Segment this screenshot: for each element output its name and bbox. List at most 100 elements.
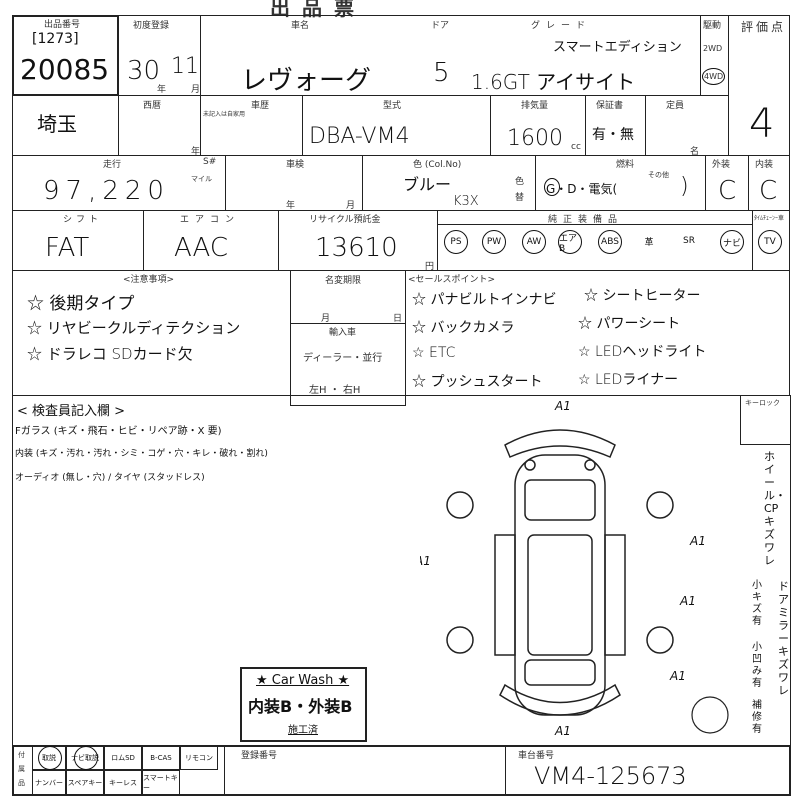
carwash-stamp: ★ Car Wash ★ 内装B・外装B 施工済 [240,667,367,742]
color-value: ブルー [403,175,452,194]
car-damage-diagram: A1 A1 A1 A1 A1 A1 A1 [420,399,729,738]
door-label: ドア [431,21,450,31]
fuel-cell: 燃料 G・D・電気( その他 ) [535,155,706,211]
chassis-label: 車台番号 [518,751,555,761]
displacement-label: 排気量 [521,101,549,111]
displacement-value: 1600 [507,126,563,151]
rear-bumper [504,429,616,458]
equip-ps-circled: PS [444,230,468,254]
sales-points-label: <セールスポイント> [408,275,496,285]
carwash-grade: 内装B・外装B [248,697,353,716]
damage-mark: A1 [554,399,571,413]
aircon-label: エアコン [180,215,241,225]
recycle-cell: リサイクル預託金 13610 円 [278,210,438,272]
import-label: 輸入車 [329,328,357,338]
keylock-cell: キーロック [740,395,791,445]
windshield [524,659,596,686]
equip-aw-circled: AW [522,230,546,254]
sales-point: ☆ ETC [412,345,456,361]
score-label: 評価点 [741,20,787,34]
fuel-other: その他 [648,171,669,179]
name-change-label: 名変期限 [325,276,362,286]
color-change-label: 色替 [515,177,525,203]
rear-window [524,479,596,521]
s-label: S# [203,157,217,167]
side-legend-repair: 補修有 [752,700,762,735]
exterior-cell: 外装 C [705,155,749,211]
right-doors [604,534,626,656]
displacement-cell: 排気量 1600 cc [490,95,586,156]
damage-mark: A1 [679,594,696,608]
model-value: DBA-VM4 [309,124,410,149]
note-item: ☆ ドラレコ SDカード欠 [27,345,193,363]
inspector-line1: Fガラス (キズ・飛石・ヒビ・リペア跡・X 要) [15,426,222,437]
warranty-cell: 保証書 有・無 [585,95,646,156]
score-cell: 評価点 4 [728,15,790,156]
seireki-cell: 西暦 年 [118,95,201,157]
carwash-done: 施工済 [288,725,318,736]
note-item: ☆ リヤビークルディテクション [27,319,241,337]
inspection-year: 年 [286,201,296,211]
interior-cell: 内装 C [748,155,790,211]
warranty-label: 保証書 [596,101,624,111]
sales-point: ☆ LEDライナー [578,372,679,388]
shift-cell: シフト FAT [12,210,144,271]
interior-value: C [759,176,778,206]
acc-bcas: B-CAS [142,745,180,770]
mileage-label: 走行 [103,160,122,170]
wheel-rear-right [646,491,674,519]
capacity-unit: 名 [690,147,700,157]
aircon-cell: エアコン AAC [143,210,279,271]
model-label: 型式 [383,101,402,111]
car-name-label: 車名 [291,21,310,31]
chassis-cell: 車台番号 VM4-125673 [505,745,791,796]
equip-leather: 革 [644,237,654,248]
damage-mark: A1 [689,534,706,548]
interior-label: 内装 [755,160,774,170]
mileage-value: 97,220 [43,176,170,206]
inspector-line2: 内装 (キズ・汚れ・汚れ・シミ・コゲ・穴・キレ・破れ・割れ) [15,449,268,459]
acc-rom-sd: ロムSD [104,745,142,770]
wheel-rear-left [446,491,474,519]
drive-cell: 駆動 2WD 4WD [700,15,729,96]
region-cell: 埼玉 [12,95,119,156]
grade-line2: 1.6GT アイサイト [471,70,636,94]
fuel-options: G・D・電気( [546,182,618,196]
color-cell: 色 (Col.No) ブルー K3X 色替 [362,155,536,211]
acc-keyless: キーレス [104,770,142,795]
notes-label: <注意事項> [123,275,175,285]
handle-options: 左H ・ 右H [309,385,361,396]
side-legend-dent: 小凹み有 [752,642,762,689]
history-cell: 車歴 未記入は自家用 [200,95,303,156]
aircon-value: AAC [174,233,228,263]
side-legend-wheel: ホイール・CPキズ ワレ [764,450,786,567]
drive-4wd-circled: 4WD [702,68,726,85]
seireki-label: 西暦 [143,101,162,111]
sales-points-cell: <セールスポイント> ☆ パナビルトインナビ ☆ バックカメラ ☆ ETC ☆ … [405,270,790,396]
first-reg-label: 初度登録 [133,21,170,31]
equip-abs-circled: ABS [598,230,622,254]
keylock-label: キーロック [745,399,780,407]
acc-smart-key: スマートキー [142,770,180,795]
inspection-month: 月 [346,201,356,211]
exterior-value: C [718,176,737,206]
door-count: 5 [433,58,450,88]
yen-unit: 円 [425,262,435,272]
acc-navi-circle [74,746,98,770]
mile-unit: マイル [191,175,212,183]
region: 埼玉 [37,112,77,136]
first-reg-cell: 初度登録 30 11 年 月 [118,15,201,96]
chassis-number: VM4-125673 [534,762,687,790]
shift-label: シフト [63,215,103,225]
sales-point: ☆ プッシュスタート [412,374,543,390]
nc-month: 月 [321,314,331,324]
wheel-front-right [646,626,674,654]
accessories-label: 付属品 [18,751,25,787]
lot-sub: [1273] [32,31,79,47]
mileage-cell: 走行 S# 97,220 マイル [12,155,226,211]
acc-spare-key: スペアキー [66,770,104,795]
notes-cell: <注意事項> ☆ 後期タイプ ☆ リヤビークルディテクション ☆ ドラレコ SD… [12,270,291,396]
inspector-label: < 検査員記入欄 > [17,404,126,419]
carwash-title: ★ Car Wash ★ [256,673,350,688]
